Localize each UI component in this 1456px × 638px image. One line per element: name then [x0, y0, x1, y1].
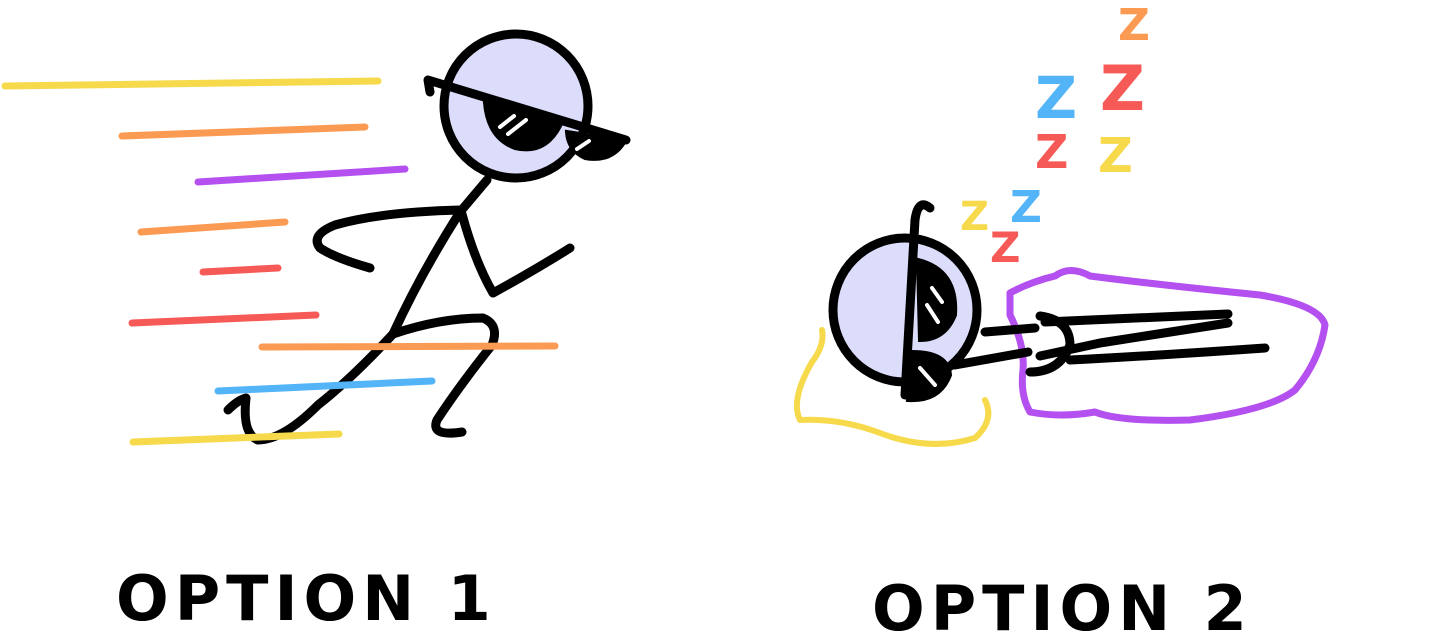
speed-line-yellow-bottom	[129, 430, 343, 446]
sleeper-leg	[1065, 343, 1270, 365]
speed-line-blue	[214, 377, 436, 395]
drool-puddle	[794, 327, 992, 447]
runner-back-arm	[312, 205, 465, 273]
speed-line-orange-2	[137, 218, 289, 236]
z-letter-6: Z	[1035, 64, 1077, 132]
sleeper-neck-lower	[950, 347, 1033, 370]
z-letter-1: Z	[960, 194, 989, 240]
speed-line-orange-1	[118, 123, 369, 140]
blanket	[1006, 267, 1329, 424]
z-letter-4: Z	[1035, 125, 1068, 179]
runner-front-leg	[388, 313, 499, 438]
z-letter-2: Z	[990, 223, 1020, 272]
sleep-zzz: Z Z Z Z Z Z Z Z	[960, 0, 1150, 272]
z-letter-8: Z	[1118, 0, 1150, 51]
sleeper-neck	[980, 323, 1040, 337]
runner-torso	[388, 175, 492, 339]
speed-line-red-2	[128, 311, 320, 327]
speed-line-orange-3	[258, 342, 559, 351]
speed-line-red-1	[199, 264, 282, 276]
sleeping-figure	[794, 200, 1329, 447]
sleeper-body-bottom	[1035, 318, 1233, 361]
speed-lines	[1, 77, 409, 327]
running-figure	[1, 29, 631, 446]
z-letter-5: Z	[1098, 128, 1133, 184]
sleeper-body-top	[1040, 309, 1233, 327]
option-2-label: OPTION 2	[872, 572, 1253, 638]
z-letter-3: Z	[1010, 182, 1042, 233]
z-letter-7: Z	[1100, 52, 1145, 125]
sleeper-arm	[1025, 311, 1075, 377]
runner-sunglasses-icon	[423, 75, 631, 161]
speed-line-yellow-top	[1, 77, 382, 90]
option-1-label: OPTION 1	[116, 562, 497, 635]
sleeper-sunglasses-icon	[900, 200, 958, 403]
runner-front-arm	[457, 209, 575, 298]
speed-line-purple	[194, 165, 409, 186]
